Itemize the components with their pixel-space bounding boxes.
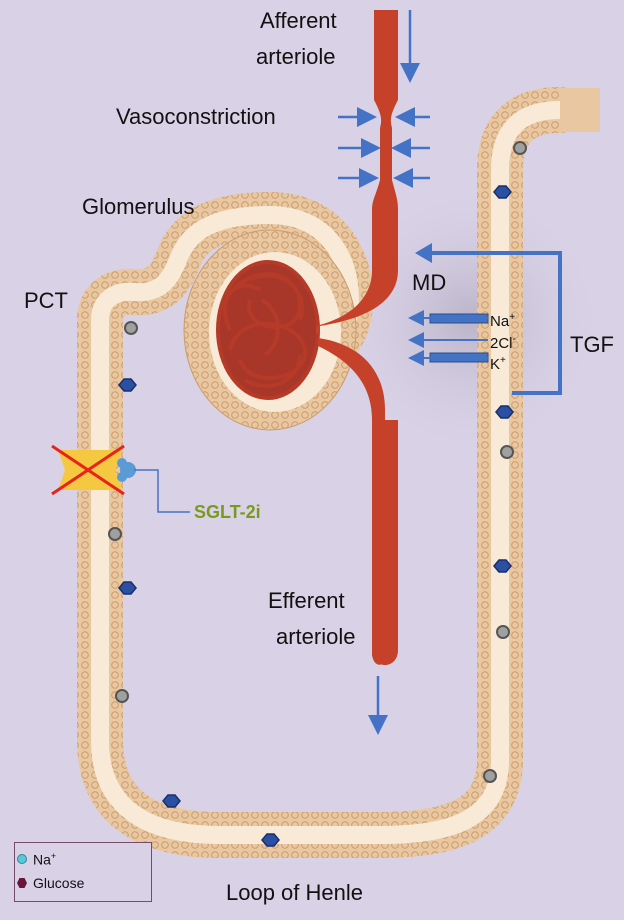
- k-charge: +: [500, 355, 506, 366]
- glucose-legend-icon: [17, 878, 27, 888]
- k-text: K: [490, 356, 500, 373]
- sglt2i-callout-line: [134, 470, 190, 512]
- glomerulus-label: Glomerulus: [82, 194, 194, 220]
- sodium-legend-icon: [17, 854, 27, 864]
- loop-of-henle-label: Loop of Henle: [226, 880, 363, 906]
- legend-na-row: Na+: [33, 851, 56, 868]
- distal-tubule-cap: [560, 88, 600, 132]
- na-ion-label: Na+: [490, 309, 515, 331]
- cl-ion-label: 2Cl-: [490, 331, 516, 353]
- sglt2-transporter-blocked: [52, 446, 136, 494]
- pct-label: PCT: [24, 288, 68, 314]
- glomerulus-tuft: [218, 262, 318, 398]
- md-label: MD: [412, 270, 446, 296]
- efferent-label-line2: arteriole: [276, 624, 355, 650]
- na-charge: +: [509, 312, 515, 323]
- afferent-label-line1: Afferent: [260, 8, 337, 34]
- legend-box: Na+ Glucose: [14, 842, 152, 902]
- cl-charge: -: [513, 334, 516, 345]
- cl-text: 2Cl: [490, 335, 513, 352]
- efferent-label-line1: Efferent: [268, 588, 345, 614]
- sglt2i-label: SGLT-2i: [194, 502, 261, 523]
- legend-na-sup: +: [51, 851, 56, 861]
- vasoconstriction-label: Vasoconstriction: [116, 104, 276, 130]
- legend-na-text: Na: [33, 852, 51, 868]
- legend-glucose-text: Glucose: [33, 875, 84, 891]
- afferent-label-line2: arteriole: [256, 44, 335, 70]
- na-text: Na: [490, 313, 509, 330]
- k-ion-label: K+: [490, 352, 506, 374]
- tgf-label: TGF: [570, 332, 614, 358]
- legend-glucose-row: Glucose: [33, 875, 84, 891]
